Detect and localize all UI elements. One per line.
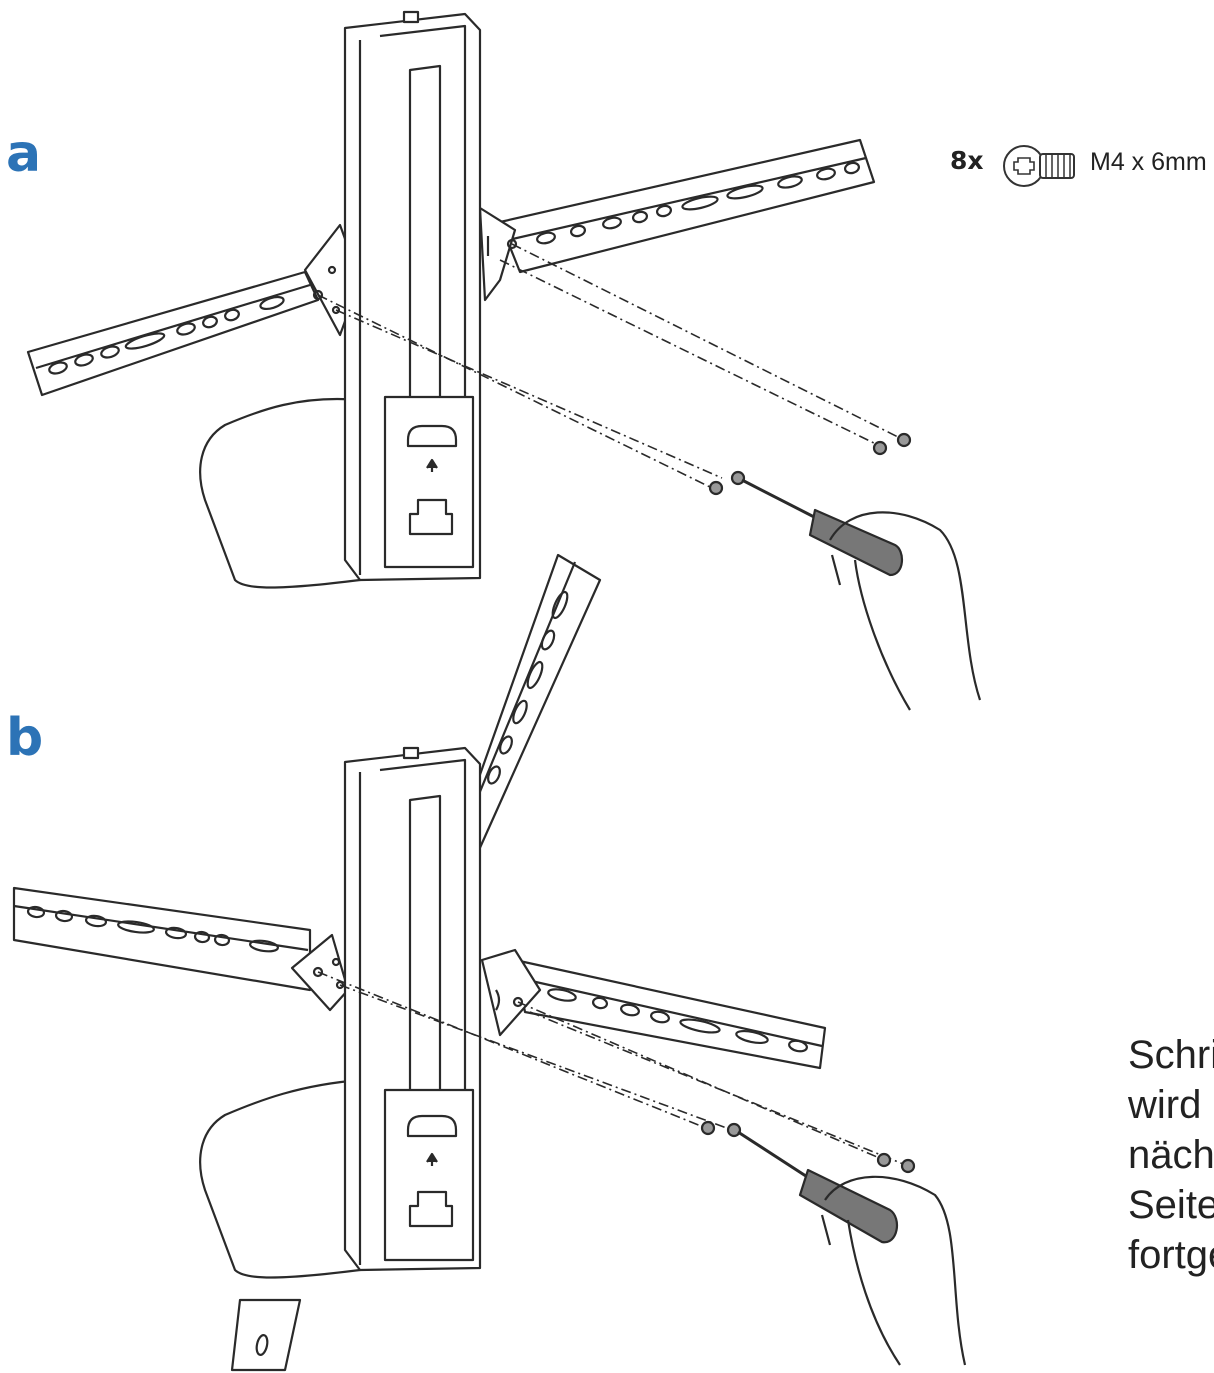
step-b-label: b: [6, 708, 44, 768]
note-line: nächs: [1128, 1133, 1214, 1177]
step-b-upright: [345, 748, 480, 1270]
step-a-left-rail: [28, 272, 318, 395]
note-line: wird a: [1128, 1083, 1214, 1127]
note-line: fortge: [1128, 1233, 1214, 1277]
screw-quantity: 8x: [950, 146, 984, 175]
screw-spec: M4 x 6mm: [1090, 148, 1207, 176]
note-line: Schri: [1128, 1033, 1214, 1077]
step-a-screwdriver: [742, 480, 902, 575]
step-b-right-rail: [515, 960, 825, 1068]
step-a-drawing: [28, 12, 980, 710]
instruction-note: Schri wird a nächs Seite fortge: [1128, 1030, 1214, 1280]
step-a-label: a: [6, 124, 42, 184]
step-a-right-rail: [500, 140, 874, 272]
step-b-screwdriver: [738, 1132, 897, 1242]
step-b-drawing: [14, 555, 965, 1370]
step-b-left-rail: [14, 888, 310, 990]
step-a-upright: [345, 12, 480, 580]
note-line: Seite: [1128, 1183, 1214, 1227]
screw-icon: [1003, 145, 1075, 187]
